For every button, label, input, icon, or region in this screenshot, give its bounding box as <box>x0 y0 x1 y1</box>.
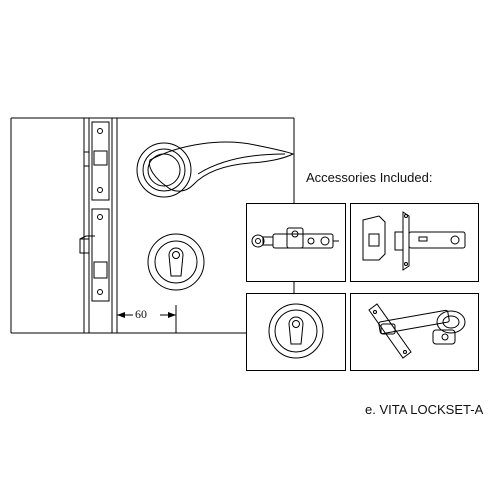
dim-arrow-right <box>168 312 176 318</box>
accessory-euro-cylinder <box>246 203 346 282</box>
upper-faceplate <box>91 121 110 201</box>
product-name: e. VITA LOCKSET-A <box>365 402 484 417</box>
tubular-latch-icon <box>362 211 466 271</box>
dimension-label: 60 <box>135 307 147 321</box>
escutcheon-outer <box>147 233 205 291</box>
lower-faceplate <box>91 208 110 302</box>
accessory-latch-assembly <box>350 293 479 371</box>
euro-cylinder-icon <box>251 227 339 249</box>
accessories-heading: Accessories Included: <box>306 170 433 185</box>
deadbolt-throw <box>79 238 90 254</box>
dim-arrow-left <box>117 312 125 318</box>
accessory-tubular-latch <box>350 203 479 282</box>
accessory-escutcheon-rose <box>246 293 346 371</box>
lever-handle <box>148 141 295 192</box>
escutcheon-rose-icon <box>268 303 324 359</box>
handle-rose-outer <box>136 142 192 198</box>
latch-assembly-icon <box>368 303 466 359</box>
keyhole <box>168 247 184 277</box>
